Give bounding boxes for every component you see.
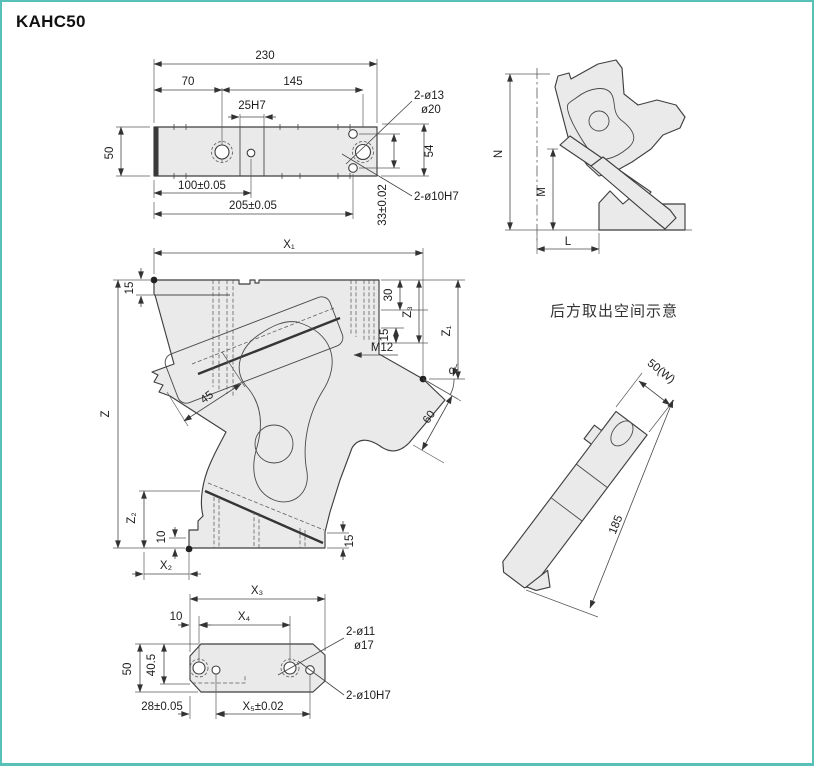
datum-dot-bottom — [185, 545, 193, 553]
dim-X4: X₄ — [238, 611, 251, 623]
dim-205: 205±0.05 — [229, 200, 277, 212]
dim-X3: X₃ — [251, 585, 264, 597]
pin-hole-middle — [246, 148, 256, 158]
dim-100: 100±0.05 — [178, 180, 226, 192]
clearance-foot-tab — [525, 569, 551, 592]
dim-30: 30 — [383, 289, 395, 302]
side-view: N M L — [493, 59, 692, 254]
bottom-pin-hole — [211, 665, 221, 675]
rear-clearance-note: 后方取出空间示意 — [550, 303, 679, 320]
bottom-view: X₃ 10 X₄ 2-ø11 ø17 2-ø10H7 50 40.5 28±0.… — [122, 585, 391, 719]
dim-54: 54 — [424, 144, 436, 157]
dim-15-foot: 15 — [344, 535, 356, 548]
page-title: KAHC50 — [16, 12, 86, 31]
dim-angle-alpha: α — [449, 365, 456, 377]
rear-clearance-view: 50(W) 185 — [502, 357, 677, 618]
hidden-bolt-lines — [212, 280, 375, 397]
clearance-bar — [502, 410, 648, 589]
dim-X5: X₅±0.02 — [243, 701, 284, 713]
leader-counterbore-qty: 2-ø13 — [414, 90, 444, 102]
dim-60: 60 — [421, 409, 438, 426]
leader-bottom-cb-dia: ø17 — [354, 640, 374, 652]
foot-hidden-lines — [207, 482, 325, 548]
dim-X1: X₁ — [283, 239, 295, 251]
dim-Z1: Z₁ — [441, 325, 453, 336]
dim-X2: X₂ — [160, 560, 172, 572]
dim-15-top: 15 — [124, 282, 136, 295]
dim-slot: 25H7 — [238, 100, 266, 112]
dim-28: 28±0.05 — [141, 701, 183, 713]
counterbore-hole-left — [214, 144, 230, 160]
bottom-view-plate — [189, 643, 326, 693]
bottom-counterbore-left — [192, 661, 206, 675]
dim-length-185: 185 — [607, 514, 625, 536]
dim-Z3: Z₃ — [402, 306, 414, 318]
leader-bottom-dowel: 2-ø10H7 — [346, 690, 391, 702]
dim-total-width: 230 — [255, 50, 274, 62]
dim-50-bottom: 50 — [122, 663, 134, 676]
dim-width-50W: 50(W) — [645, 357, 677, 386]
dim-40-5: 40.5 — [146, 654, 158, 676]
top-view: 230 70 145 25H7 50 100±0.05 205±0.05 54 — [104, 50, 459, 226]
leader-bottom-cb-qty: 2-ø11 — [346, 626, 375, 638]
counterbore-hole-right — [354, 143, 372, 161]
dim-Z2: Z₂ — [126, 512, 138, 524]
dowel-hole-lower — [348, 163, 358, 173]
thread-callout-M12: M12 — [371, 342, 393, 354]
edge-ticks — [173, 124, 351, 179]
side-view-upper-jaw — [554, 59, 686, 177]
dim-Z: Z — [100, 410, 112, 417]
dim-33: 33±0.02 — [377, 184, 389, 226]
trunk-inner-contour — [238, 321, 333, 503]
upper-jaw-bore — [588, 110, 610, 132]
foot-edge-thick — [204, 489, 324, 545]
dim-M: M — [536, 187, 548, 197]
dim-15-right: 15 — [379, 329, 391, 342]
leader-counterbore-dia: ø20 — [421, 104, 441, 116]
front-view-body — [151, 279, 446, 549]
finger-bar — [590, 156, 677, 230]
dim-L: L — [565, 236, 572, 248]
dim-N: N — [493, 150, 505, 158]
dim-10-foot: 10 — [156, 531, 168, 544]
dim-plate-height: 50 — [104, 147, 116, 160]
pivot-bore — [254, 424, 294, 464]
dim-10-bottom: 10 — [170, 611, 183, 623]
jaw-edge-thick — [197, 316, 341, 376]
dowel-hole-upper — [348, 129, 358, 139]
plate-end-face — [154, 127, 159, 176]
upper-jaw-inner-contour — [566, 88, 635, 160]
dim-145: 145 — [283, 76, 302, 88]
dim-70: 70 — [182, 76, 195, 88]
front-view: X₁ 15 Z Z₂ 10 X₂ 15 — [100, 239, 465, 580]
datum-dot-topleft — [150, 276, 158, 284]
top-view-plate — [153, 126, 378, 177]
leader-dowel-holes: 2-ø10H7 — [414, 191, 459, 203]
